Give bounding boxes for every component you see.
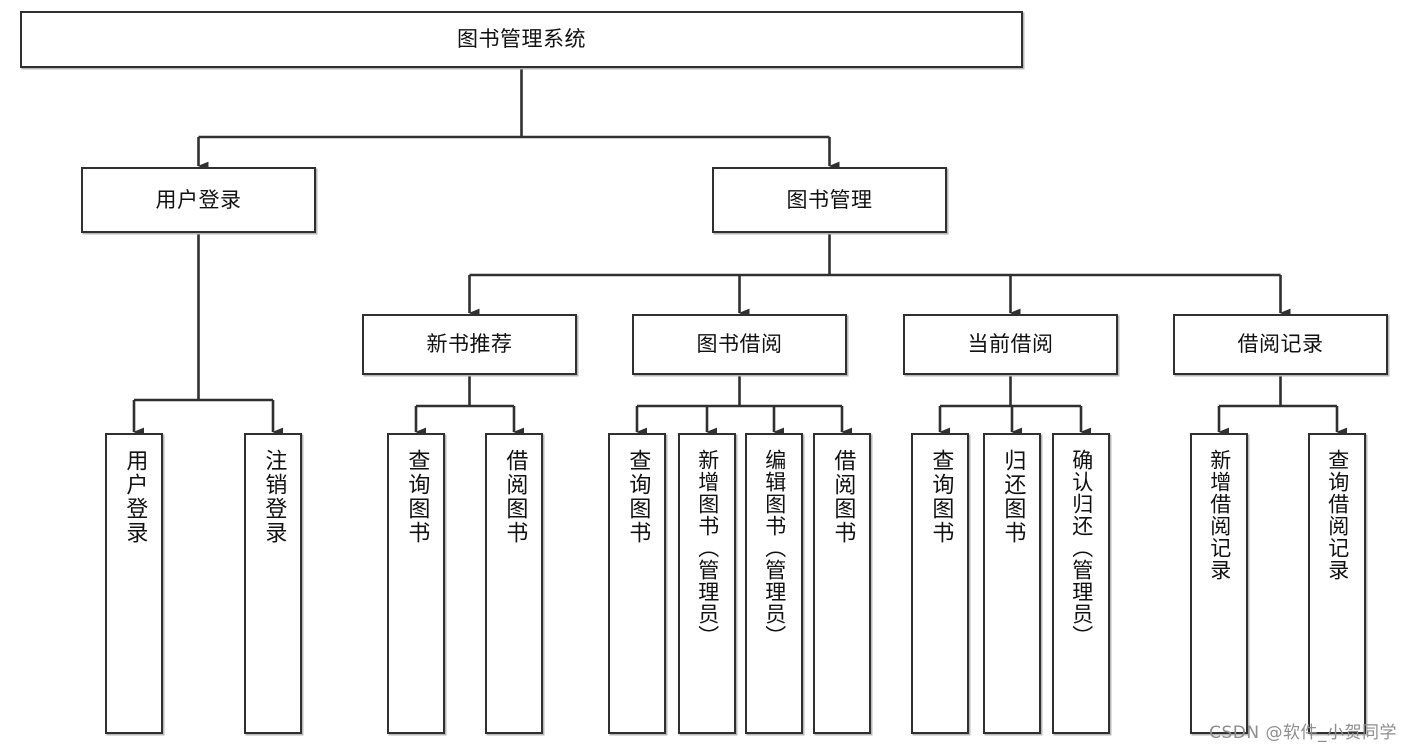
leaf-query-book-current-label: 查询图书: [928, 449, 954, 545]
leaf-confirm-return-admin-label: 确认归还（管理员）: [1069, 449, 1094, 647]
node-current-borrow[interactable]: 当前借阅: [903, 314, 1118, 375]
leaf-query-book-recommend[interactable]: 查询图书: [387, 433, 445, 734]
node-borrow-record[interactable]: 借阅记录: [1173, 314, 1388, 375]
leaf-logout[interactable]: 注销登录: [244, 433, 302, 734]
node-user-login[interactable]: 用户登录: [81, 167, 316, 233]
leaf-add-book-admin[interactable]: 新增图书（管理员）: [678, 433, 736, 734]
leaf-return-book[interactable]: 归还图书: [983, 433, 1041, 734]
node-new-book-recommend[interactable]: 新书推荐: [362, 314, 577, 375]
node-current-borrow-label: 当前借阅: [967, 332, 1054, 357]
leaf-user-login[interactable]: 用户登录: [105, 433, 163, 734]
node-root[interactable]: 图书管理系统: [20, 11, 1023, 68]
node-borrow-record-label: 借阅记录: [1237, 332, 1324, 357]
leaf-query-book-current[interactable]: 查询图书: [911, 433, 969, 734]
leaf-logout-label: 注销登录: [261, 449, 287, 545]
leaf-add-borrow-record[interactable]: 新增借阅记录: [1190, 433, 1248, 734]
node-root-label: 图书管理系统: [457, 27, 586, 52]
leaf-borrow-book[interactable]: 借阅图书: [813, 433, 871, 734]
node-book-manage-label: 图书管理: [786, 187, 873, 212]
leaf-add-borrow-record-label: 新增借阅记录: [1207, 449, 1232, 581]
leaf-query-borrow-record-label: 查询借阅记录: [1325, 449, 1350, 581]
leaf-borrow-book-recommend[interactable]: 借阅图书: [485, 433, 543, 734]
leaf-edit-book-admin-label: 编辑图书（管理员）: [762, 449, 787, 647]
leaf-add-book-admin-label: 新增图书（管理员）: [695, 449, 720, 647]
leaf-confirm-return-admin[interactable]: 确认归还（管理员）: [1052, 433, 1110, 734]
leaf-query-borrow-record[interactable]: 查询借阅记录: [1308, 433, 1366, 734]
node-book-borrow-label: 图书借阅: [696, 332, 783, 357]
node-book-borrow[interactable]: 图书借阅: [632, 314, 847, 375]
leaf-query-book-recommend-label: 查询图书: [404, 449, 430, 545]
leaf-edit-book-admin[interactable]: 编辑图书（管理员）: [745, 433, 803, 734]
leaf-query-book-borrow-label: 查询图书: [625, 449, 651, 545]
leaf-user-login-label: 用户登录: [122, 449, 148, 545]
node-new-book-recommend-label: 新书推荐: [426, 332, 513, 357]
leaf-return-book-label: 归还图书: [1000, 449, 1026, 545]
leaf-borrow-book-label: 借阅图书: [830, 449, 856, 545]
watermark: CSDN @软件_小贺同学: [1209, 723, 1397, 743]
node-user-login-label: 用户登录: [155, 187, 242, 212]
leaf-query-book-borrow[interactable]: 查询图书: [608, 433, 666, 734]
leaf-borrow-book-recommend-label: 借阅图书: [502, 449, 528, 545]
node-book-manage[interactable]: 图书管理: [712, 167, 947, 233]
